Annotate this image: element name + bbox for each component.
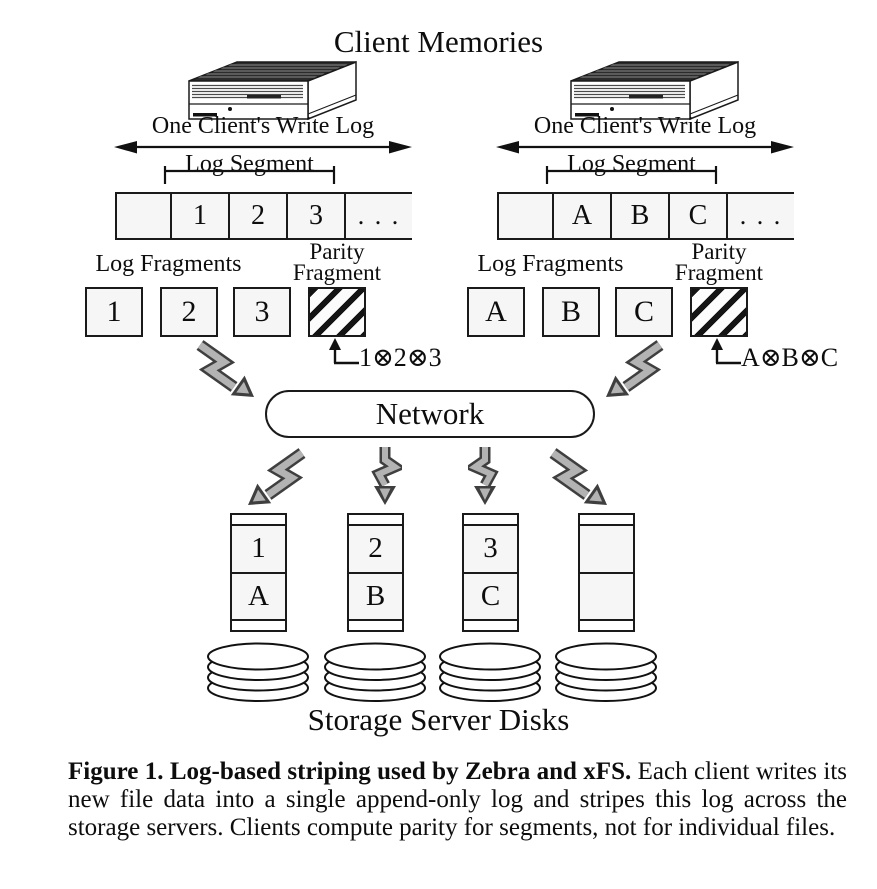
client-1-group: One Client's Write Log Log Segment 1 2 3… (80, 55, 472, 390)
client-to-network-arrow (192, 338, 262, 400)
disk-stack-icon (206, 641, 310, 703)
log-cell-empty (117, 194, 170, 238)
tower-band (232, 515, 285, 524)
parity-pointer-arrow (709, 338, 741, 366)
tower-band (464, 619, 517, 630)
parity-label-line2: Fragment (674, 260, 764, 285)
tower-parity-cell (580, 571, 633, 619)
log-segment-bracket (163, 165, 336, 185)
disk-stack-icon (438, 641, 542, 703)
network-to-server-arrow (545, 446, 615, 508)
tower-cell: B (349, 571, 402, 619)
tower-band (232, 619, 285, 630)
storage-servers-label: Storage Server Disks (307, 702, 570, 737)
storage-server-parity-tower (578, 513, 635, 632)
log-cell: C (668, 194, 726, 238)
log-cell-ellipsis: . . . (344, 194, 412, 238)
log-cell: 3 (286, 194, 344, 238)
figure-caption: Figure 1. Log-based striping used by Zeb… (68, 758, 847, 842)
log-fragment-box: 2 (160, 287, 218, 337)
tower-band (580, 515, 633, 524)
parity-fragment-label: Parity Fragment (277, 239, 397, 285)
write-log-strip: 1 2 3 . . . (115, 192, 412, 240)
tower-cell: 1 (232, 524, 285, 572)
parity-label-line1: Parity (691, 239, 747, 264)
log-fragment-box: 1 (85, 287, 143, 337)
tower-band (580, 619, 633, 630)
parity-fragment-box (308, 287, 366, 337)
storage-server-tower: 1 A (230, 513, 287, 632)
log-cell-ellipsis: . . . (726, 194, 794, 238)
write-log-strip: A B C . . . (497, 192, 794, 240)
tower-band (464, 515, 517, 524)
network-to-server-arrow (240, 446, 310, 508)
log-cell: B (610, 194, 668, 238)
parity-formula: 1⊗2⊗3 (359, 343, 442, 372)
log-segment-bracket (545, 165, 718, 185)
log-fragments-label: Log Fragments (477, 251, 624, 277)
log-cell: A (552, 194, 610, 238)
caption-body-text: Each client writes its new file data int… (68, 758, 847, 841)
client-to-network-arrow (598, 338, 668, 400)
log-fragment-box: 3 (233, 287, 291, 337)
parity-formula: A⊗B⊗C (741, 343, 839, 372)
network-node: Network (265, 390, 595, 438)
tower-cell: A (232, 571, 285, 619)
parity-pointer-arrow (327, 338, 359, 366)
disk-stack-icon (554, 641, 658, 703)
log-segment-label: Log Segment (567, 151, 696, 177)
parity-fragment-label: Parity Fragment (659, 239, 779, 285)
tower-cell: 2 (349, 524, 402, 572)
tower-cell: C (464, 571, 517, 619)
storage-server-tower: 2 B (347, 513, 404, 632)
tower-band (349, 515, 402, 524)
log-cell: 2 (228, 194, 286, 238)
log-cell-empty (499, 194, 552, 238)
log-cell: 1 (170, 194, 228, 238)
network-to-server-arrow (368, 444, 402, 506)
tower-band (349, 619, 402, 630)
log-fragment-box: B (542, 287, 600, 337)
network-to-server-arrow (468, 444, 502, 506)
caption-bold-lead: Figure 1. Log-based striping used by Zeb… (68, 758, 632, 785)
log-fragments-label: Log Fragments (95, 251, 242, 277)
tower-cell: 3 (464, 524, 517, 572)
write-log-label: One Client's Write Log (151, 113, 375, 139)
figure-title: Client Memories (333, 24, 544, 59)
log-fragment-box: A (467, 287, 525, 337)
tower-parity-cell (580, 524, 633, 572)
write-log-label: One Client's Write Log (533, 113, 757, 139)
disk-stack-icon (323, 641, 427, 703)
parity-label-line1: Parity (309, 239, 365, 264)
parity-label-line2: Fragment (292, 260, 382, 285)
storage-server-tower: 3 C (462, 513, 519, 632)
log-fragment-box: C (615, 287, 673, 337)
client-2-group: One Client's Write Log Log Segment A B C… (462, 55, 854, 390)
parity-fragment-box (690, 287, 748, 337)
log-segment-label: Log Segment (185, 151, 314, 177)
